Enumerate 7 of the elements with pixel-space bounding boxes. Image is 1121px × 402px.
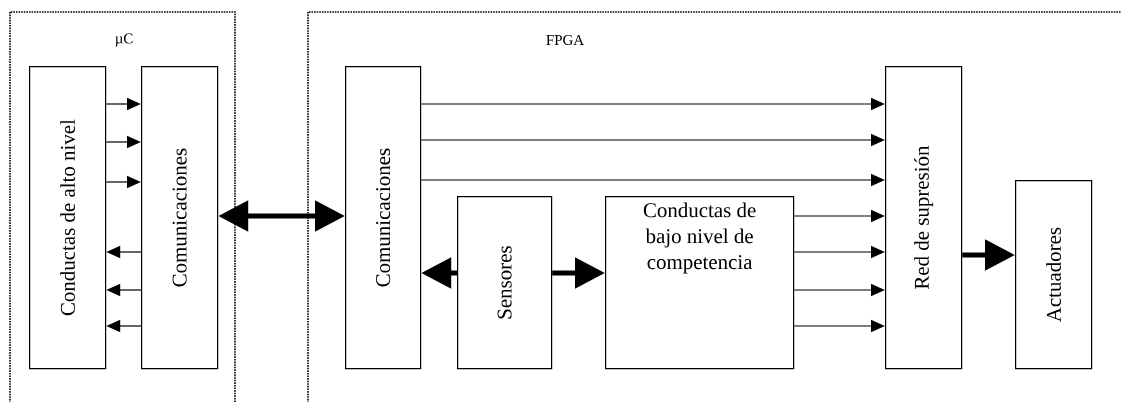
block-box: Red de supresión: [885, 66, 963, 370]
block-box: Comunicaciones: [345, 66, 422, 370]
block-box: Sensores: [457, 196, 553, 370]
block-box: Conductas de alto nivel: [29, 66, 107, 370]
block-box: Comunicaciones: [141, 66, 219, 370]
block-box: Conductas de bajo nivel de competencia: [605, 196, 795, 370]
block-box: Actuadores: [1015, 180, 1093, 370]
